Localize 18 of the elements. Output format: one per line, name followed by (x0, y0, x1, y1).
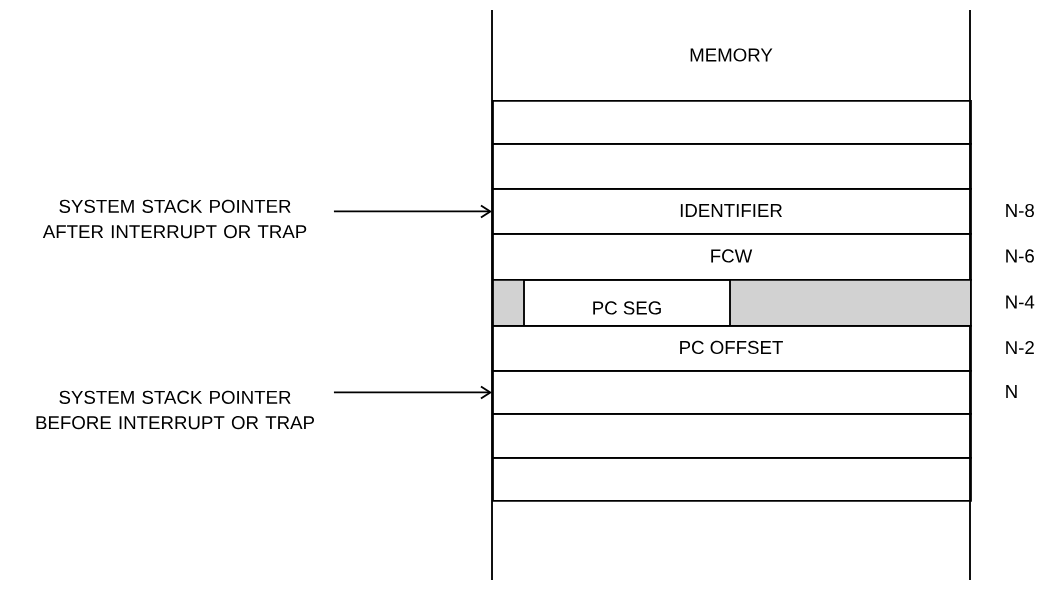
empty-memory-row (492, 413, 972, 459)
address-label: N-4 (1006, 295, 1035, 309)
arrow (333, 385, 492, 400)
empty-memory-row (492, 457, 972, 502)
empty-memory-row (492, 370, 972, 415)
pointer-label: SYSTEM STACK POINTER AFTER INTERRUPT OR TRAP (42, 199, 307, 239)
memory-row: PC OFFSET (492, 325, 972, 372)
empty-memory-row (492, 143, 972, 190)
memory-row: IDENTIFIER (492, 188, 972, 235)
pointer-label: SYSTEM STACK POINTER BEFORE INTERRUPT OR TRAP (36, 390, 315, 430)
address-label: N-6 (1006, 249, 1034, 263)
address-label: N-8 (1006, 203, 1034, 218)
memory-row: PC SEG (492, 278, 972, 327)
empty-memory-row (492, 100, 972, 145)
arrow (333, 204, 492, 219)
memory-row: FCW (492, 233, 972, 281)
address-label: N (1006, 385, 1017, 398)
address-label: N-2 (1006, 340, 1034, 354)
